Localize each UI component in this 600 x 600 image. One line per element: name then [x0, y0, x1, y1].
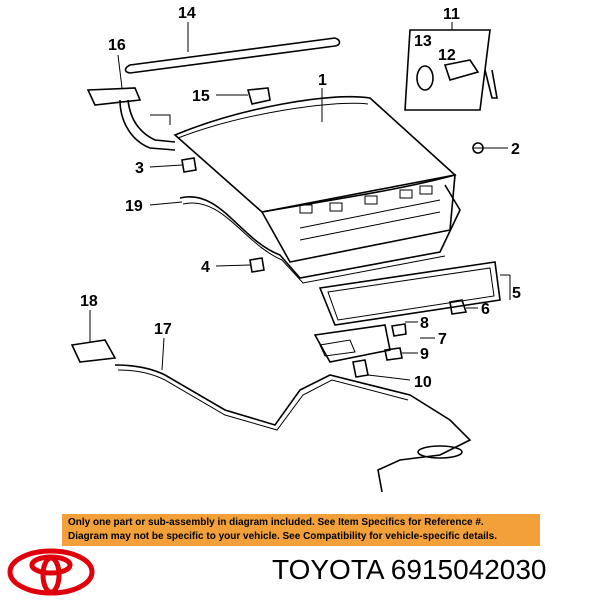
- callout-14: 14: [178, 5, 196, 22]
- callout-13: 13: [414, 33, 432, 50]
- release-handle: [70, 339, 117, 363]
- callout-9: 9: [420, 346, 429, 363]
- parts-diagram: 1 2 3 4 5 6 7 8 9 10 11 12 13 14 15 16 1…: [70, 5, 521, 493]
- brand-name: TOYOTA: [272, 554, 383, 585]
- callout-15: 15: [192, 88, 210, 105]
- part-number: 6915042030: [390, 554, 547, 585]
- callout-10: 10: [414, 374, 432, 391]
- cushion: [181, 157, 197, 173]
- latch-assembly: [313, 323, 407, 378]
- part-title: TOYOTA 6915042030: [272, 554, 547, 586]
- screw: [449, 299, 468, 315]
- callout-17: 17: [154, 321, 172, 338]
- stopper: [249, 257, 265, 273]
- callout-8: 8: [420, 315, 429, 332]
- trunk-lid: [173, 95, 457, 263]
- callout-11: 11: [443, 6, 460, 23]
- garnish-panel: [318, 261, 501, 326]
- notice-line-1: Only one part or sub-assembly in diagram…: [68, 517, 484, 528]
- hinge: [86, 87, 176, 151]
- callout-5: 5: [512, 285, 521, 302]
- callout-3: 3: [135, 160, 144, 177]
- lock-cylinder: [404, 29, 498, 111]
- toyota-logo: [7, 548, 95, 596]
- notice-line-2: Diagram may not be specific to your vehi…: [68, 531, 498, 542]
- leader-lines: [89, 22, 511, 381]
- weatherstrip: [179, 184, 461, 279]
- hinge-rod: [124, 37, 341, 74]
- callout-19: 19: [125, 198, 143, 215]
- callout-18: 18: [80, 293, 98, 310]
- callout-4: 4: [201, 259, 210, 276]
- callout-1: 1: [318, 72, 327, 89]
- stay-clip: [246, 87, 271, 105]
- callout-16: 16: [108, 37, 126, 54]
- compatibility-notice: Only one part or sub-assembly in diagram…: [62, 514, 540, 546]
- callout-12: 12: [438, 47, 456, 64]
- callout-6: 6: [481, 301, 490, 318]
- callout-2: 2: [511, 141, 520, 158]
- callout-labels: 1 2 3 4 5 6 7 8 9 10 11 12 13 14 15 16 1…: [80, 5, 521, 391]
- callout-7: 7: [438, 331, 447, 348]
